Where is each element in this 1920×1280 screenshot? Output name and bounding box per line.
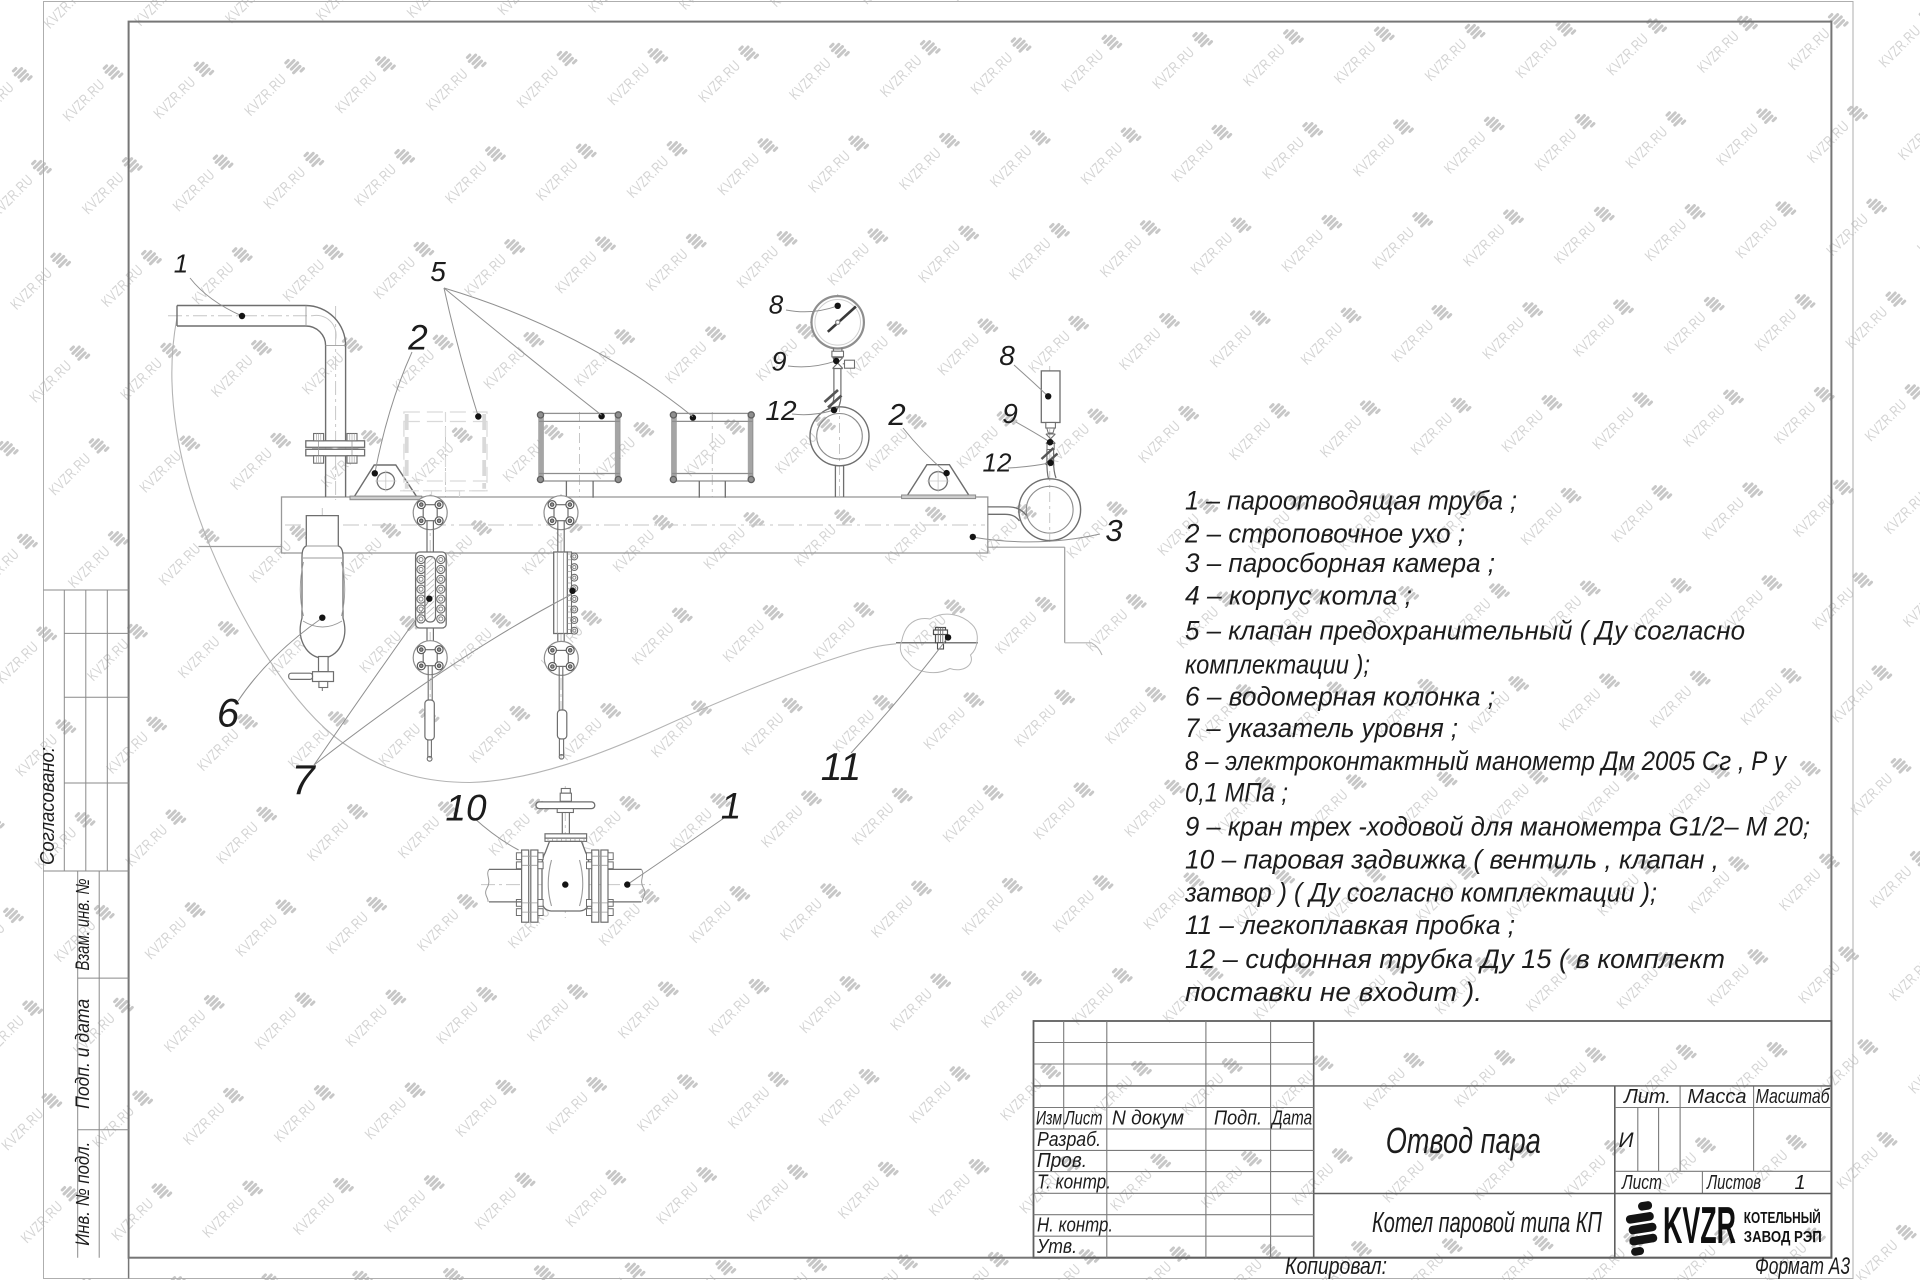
svg-text:4 – корпус котла ;: 4 – корпус котла ; xyxy=(1185,581,1412,611)
svg-text:1: 1 xyxy=(1794,1172,1805,1194)
svg-text:10 – паровая задвижка ( вент: 10 – паровая задвижка ( вентиль , клапан… xyxy=(1185,844,1719,874)
svg-text:11 – легкоплавкая пробка ;: 11 – легкоплавкая пробка ; xyxy=(1185,910,1515,940)
svg-text:Т. контр.: Т. контр. xyxy=(1037,1172,1111,1194)
svg-text:Дата: Дата xyxy=(1270,1108,1312,1130)
svg-text:2 – строповочное ухо ;: 2 – строповочное ухо ; xyxy=(1184,519,1465,549)
svg-text:Взам. инв. №: Взам. инв. № xyxy=(73,879,94,971)
svg-text:Формат А3: Формат А3 xyxy=(1755,1253,1850,1280)
svg-text:7 – указатель уровня ;: 7 – указатель уровня ; xyxy=(1185,713,1458,743)
svg-text:2: 2 xyxy=(407,319,427,358)
svg-text:Изм: Изм xyxy=(1036,1109,1062,1130)
svg-text:Лит.: Лит. xyxy=(1622,1086,1671,1108)
svg-text:6: 6 xyxy=(217,691,240,735)
svg-text:8: 8 xyxy=(769,289,784,319)
svg-text:0,1 МПа ;: 0,1 МПа ; xyxy=(1185,778,1288,808)
svg-text:Н. контр.: Н. контр. xyxy=(1037,1215,1113,1237)
svg-text:3: 3 xyxy=(1105,513,1122,548)
svg-text:затвор ) ( Ду согласно комплек: затвор ) ( Ду согласно комплектации ); xyxy=(1184,877,1657,907)
svg-text:5 – клапан предохранительный: 5 – клапан предохранительный ( Ду соглас… xyxy=(1185,616,1745,646)
svg-text:Утв.: Утв. xyxy=(1036,1236,1077,1258)
svg-text:1: 1 xyxy=(174,248,188,278)
svg-text:1: 1 xyxy=(721,785,742,826)
svg-text:ЗАВОД РЭП: ЗАВОД РЭП xyxy=(1744,1229,1822,1246)
svg-text:1 – пароотводящая труба ;: 1 – пароотводящая труба ; xyxy=(1185,486,1517,516)
svg-text:комплектации );: комплектации ); xyxy=(1185,650,1370,680)
svg-text:Пров.: Пров. xyxy=(1037,1150,1087,1172)
svg-text:6 – водомерная колонка ;: 6 – водомерная колонка ; xyxy=(1185,681,1495,711)
svg-text:КОТЕЛЬНЫЙ: КОТЕЛЬНЫЙ xyxy=(1744,1209,1821,1227)
svg-text:N докум: N докум xyxy=(1112,1108,1184,1130)
svg-text:Копировал:: Копировал: xyxy=(1285,1253,1387,1280)
svg-text:12: 12 xyxy=(765,395,797,426)
svg-text:Подп. и дата: Подп. и дата xyxy=(73,999,94,1109)
svg-text:8: 8 xyxy=(999,340,1015,371)
svg-text:11: 11 xyxy=(821,746,862,789)
svg-text:Подп.: Подп. xyxy=(1214,1108,1262,1130)
svg-text:Котел паровой типа КП: Котел паровой типа КП xyxy=(1372,1207,1603,1239)
svg-text:9 – кран трех -ходовой для ма: 9 – кран трех -ходовой для манометра G1/… xyxy=(1185,812,1810,842)
svg-text:2: 2 xyxy=(887,397,905,432)
svg-text:Масштаб: Масштаб xyxy=(1756,1086,1831,1108)
svg-text:Масса: Масса xyxy=(1687,1086,1746,1108)
svg-text:3 – паросборная камера ;: 3 – паросборная камера ; xyxy=(1185,548,1495,578)
svg-text:поставки не входит ).: поставки не входит ). xyxy=(1185,977,1482,1007)
svg-text:7: 7 xyxy=(291,756,316,803)
svg-text:12 – сифонная трубка Ду 15 (: 12 – сифонная трубка Ду 15 ( в комплект xyxy=(1185,944,1725,974)
svg-text:Лист: Лист xyxy=(1063,1109,1103,1130)
svg-text:Листов: Листов xyxy=(1706,1172,1761,1194)
svg-text:KVZR: KVZR xyxy=(1663,1197,1736,1255)
svg-text:Разраб.: Разраб. xyxy=(1037,1129,1101,1151)
svg-text:Лист: Лист xyxy=(1620,1172,1662,1194)
svg-text:Согласовано:: Согласовано: xyxy=(37,747,59,865)
svg-text:5: 5 xyxy=(430,256,446,287)
svg-text:9: 9 xyxy=(771,347,786,377)
svg-text:9: 9 xyxy=(1002,398,1018,429)
svg-text:8 – электроконтактный манометр: 8 – электроконтактный манометр Дм 2005 С… xyxy=(1185,746,1787,776)
svg-text:Инв. № подл.: Инв. № подл. xyxy=(73,1142,94,1246)
svg-text:10: 10 xyxy=(445,787,487,828)
svg-text:И: И xyxy=(1618,1129,1634,1152)
svg-text:12: 12 xyxy=(983,447,1012,477)
svg-text:Отвод пара: Отвод пара xyxy=(1386,1120,1541,1161)
